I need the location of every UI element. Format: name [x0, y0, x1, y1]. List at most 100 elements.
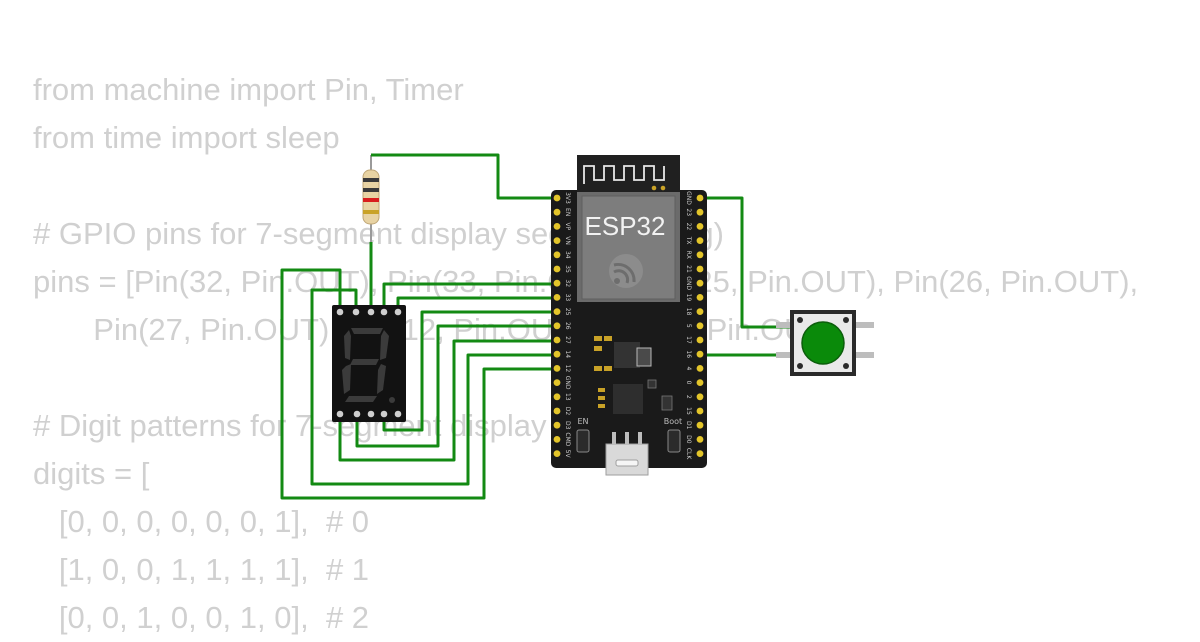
right-pin-rx[interactable] [696, 251, 704, 259]
right-pin-0[interactable] [696, 379, 704, 386]
right-pin-22[interactable] [696, 223, 704, 230]
right-pin-label: GND [685, 191, 692, 205]
en-button[interactable] [576, 429, 590, 453]
left-pin-34[interactable] [553, 251, 561, 259]
wire-seg-12 [280, 268, 557, 500]
left-pin-gnd[interactable] [553, 379, 561, 386]
left-pin-d2[interactable] [553, 407, 561, 415]
left-pin-14[interactable] [553, 350, 561, 358]
left-pin-label: 33 [564, 294, 571, 302]
right-pin-15[interactable] [696, 407, 704, 415]
right-pin-d1[interactable] [696, 421, 704, 429]
right-pin-label: D0 [685, 435, 692, 444]
right-pin-label: CLK [685, 448, 692, 461]
board-title: ESP32 [585, 211, 666, 241]
right-pin-4[interactable] [696, 365, 704, 372]
left-pin-27[interactable] [553, 336, 561, 344]
button-cap[interactable] [801, 321, 845, 365]
left-pin-label: 5V [564, 450, 571, 459]
wire-seg-33 [396, 296, 557, 308]
left-pin-cmd[interactable] [553, 436, 561, 443]
code-line: [0, 0, 1, 0, 0, 1, 0], # 2 [33, 600, 370, 635]
left-pin-label: 3V3 [564, 192, 571, 204]
resistor-icon[interactable] [362, 155, 380, 242]
right-pin-label: 4 [685, 366, 692, 370]
right-pin-label: 15 [685, 407, 692, 415]
right-pin-label: 19 [685, 294, 692, 302]
boot-button[interactable] [667, 429, 681, 453]
code-line: [0, 0, 0, 0, 0, 0, 1], # 0 [33, 504, 370, 539]
left-pin-label: D3 [564, 421, 571, 430]
seven-segment-display-icon[interactable] [332, 305, 406, 422]
right-pin-clk[interactable] [696, 450, 704, 457]
right-pin-21[interactable] [696, 265, 704, 273]
right-pin-gnd[interactable] [696, 194, 704, 202]
wires [280, 153, 790, 500]
code-line: from machine import Pin, Timer [33, 72, 464, 107]
left-pin-label: 13 [564, 393, 571, 401]
esp32-board[interactable]: ESP32 EN Boot [551, 155, 707, 476]
wire-seg-27 [338, 339, 557, 462]
right-pin-label: D1 [685, 421, 692, 430]
right-pin-label: 18 [685, 308, 692, 316]
left-pin-label: VP [564, 223, 571, 231]
left-pin-label: 32 [564, 279, 571, 287]
left-pin-3v3[interactable] [553, 194, 561, 202]
usb-port-icon [605, 432, 649, 476]
right-pin-d0[interactable] [696, 436, 704, 443]
wire-gnd-button [700, 196, 790, 329]
left-pin-26[interactable] [553, 322, 561, 330]
left-pin-en[interactable] [553, 208, 561, 216]
wire-seg-32 [382, 282, 557, 308]
right-pin-19[interactable] [696, 294, 704, 301]
left-pin-32[interactable] [553, 279, 561, 287]
pushbutton-icon[interactable] [776, 310, 874, 376]
right-pin-label: 17 [685, 336, 692, 344]
left-pin-label: GND [564, 376, 571, 390]
left-pin-d3[interactable] [553, 421, 561, 429]
left-pin-13[interactable] [553, 393, 561, 401]
right-pin-label: 0 [685, 381, 692, 385]
right-pin-16[interactable] [696, 350, 704, 358]
left-pin-label: 14 [564, 350, 571, 358]
left-pin-label: EN [564, 208, 571, 216]
right-pin-18[interactable] [696, 308, 704, 315]
right-pin-label: 16 [685, 350, 692, 358]
right-pin-label: 23 [685, 208, 692, 216]
left-pin-label: VN [564, 236, 571, 245]
left-pin-label: 12 [564, 365, 571, 373]
left-pin-33[interactable] [553, 294, 561, 301]
right-pin-23[interactable] [696, 208, 704, 216]
right-pin-label: RX [685, 251, 692, 259]
left-pin-35[interactable] [553, 265, 561, 273]
wire-resistor-3v3 [371, 153, 557, 200]
right-pin-label: TX [685, 236, 692, 245]
wire-seg-25 [382, 310, 557, 432]
left-pin-header: 3V3ENVPVN343532332526271412GND13D2D3CMD5… [553, 192, 571, 459]
left-pin-vp[interactable] [553, 223, 561, 230]
boot-label: Boot [664, 417, 682, 426]
right-pin-tx[interactable] [696, 237, 704, 245]
left-pin-12[interactable] [553, 365, 561, 372]
left-pin-25[interactable] [553, 308, 561, 315]
left-pin-label: 26 [564, 322, 571, 330]
display-segments [342, 328, 395, 403]
code-line: [1, 0, 0, 1, 1, 1, 1], # 1 [33, 552, 370, 587]
left-pin-label: 35 [564, 265, 571, 273]
left-pin-label: 25 [564, 308, 571, 316]
left-pin-label: D2 [564, 407, 571, 416]
right-pin-label: 22 [685, 223, 692, 231]
right-pin-2[interactable] [696, 393, 704, 401]
left-pin-5v[interactable] [553, 450, 561, 457]
right-pin-17[interactable] [696, 336, 704, 344]
left-pin-vn[interactable] [553, 237, 561, 245]
right-pin-label: GND [685, 276, 692, 290]
right-pin-5[interactable] [696, 322, 704, 330]
right-pin-label: 21 [685, 265, 692, 273]
code-line: digits = [ [33, 456, 150, 491]
right-pin-gnd[interactable] [696, 279, 704, 287]
wire-seg-26 [355, 324, 557, 448]
code-line: from time import sleep [33, 120, 340, 155]
right-pin-label: 5 [685, 324, 692, 328]
